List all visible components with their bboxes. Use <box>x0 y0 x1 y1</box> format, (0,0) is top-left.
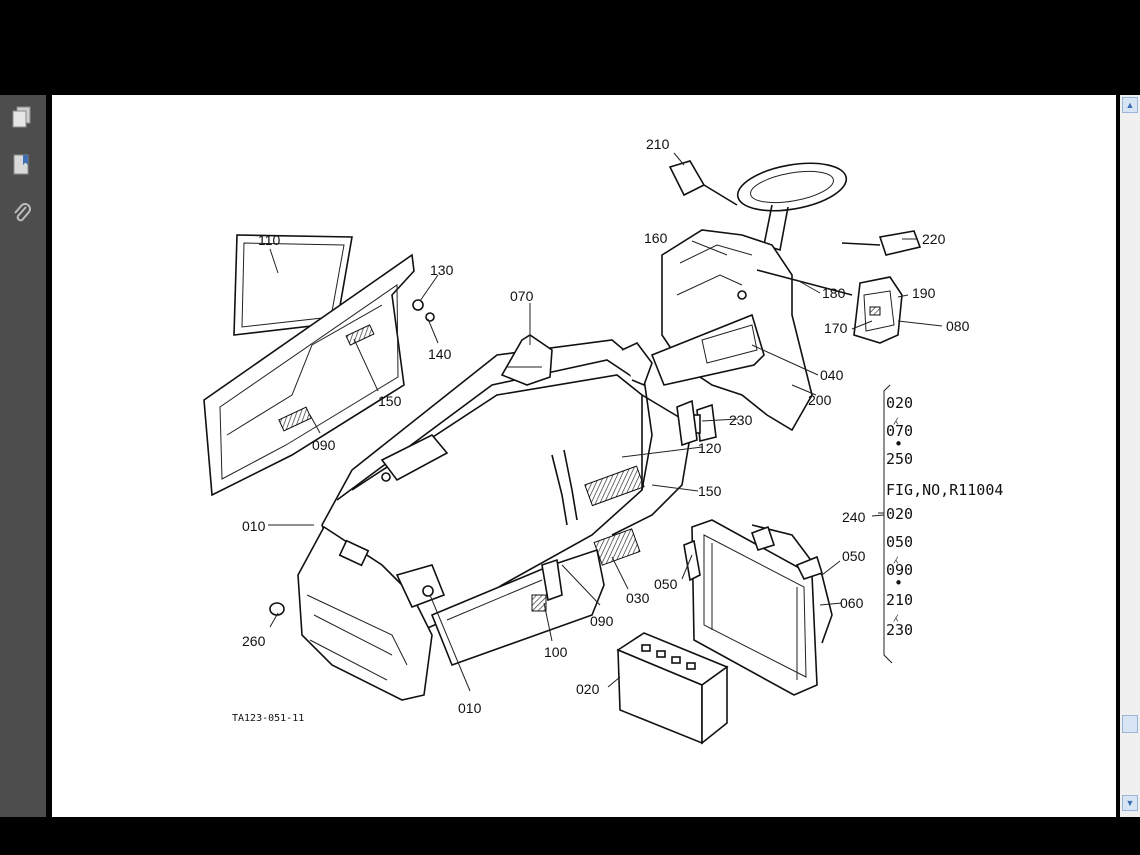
svg-text:⁁: ⁁ <box>893 546 899 564</box>
figure-number: FIG,NO,R11004 <box>886 481 1003 499</box>
part-label: 080 <box>946 318 970 334</box>
part-label: 180 <box>822 285 846 301</box>
part-label: 230 <box>729 412 753 428</box>
scroll-up-icon[interactable]: ▲ <box>1122 97 1138 113</box>
part-label: 100 <box>544 644 568 660</box>
part-label: 170 <box>824 320 848 336</box>
navigation-rail <box>0 95 46 817</box>
index-entry: 050 <box>886 533 913 551</box>
parts-diagram: 210 220 160 180 190 170 080 040 200 230 … <box>203 136 1003 745</box>
dashboard-drawing <box>650 160 922 443</box>
part-label: 190 <box>912 285 936 301</box>
index-entry: 210 <box>886 591 913 609</box>
part-label: 210 <box>646 136 670 152</box>
part-label: 090 <box>312 437 336 453</box>
part-label: 130 <box>430 262 454 278</box>
part-label: 090 <box>590 613 614 629</box>
part-label: 240 <box>842 509 866 525</box>
hood-drawing <box>297 334 693 701</box>
parts-index-list: 020 ⁁ 070 • 250 FIG,NO,R11004 020 050 ⁁ … <box>886 394 1003 639</box>
part-label: 150 <box>378 393 402 409</box>
scroll-thumb[interactable] <box>1122 715 1138 733</box>
part-label: 050 <box>842 548 866 564</box>
index-entry: 020 <box>886 505 913 523</box>
index-entry: 230 <box>886 621 913 639</box>
svg-text:•: • <box>894 574 903 592</box>
svg-text:•: • <box>894 435 903 453</box>
part-label: 010 <box>242 518 266 534</box>
part-labels: 210 220 160 180 190 170 080 040 200 230 … <box>232 136 970 724</box>
part-label: 140 <box>428 346 452 362</box>
attachments-icon[interactable] <box>8 199 36 227</box>
leader-lines <box>268 152 943 692</box>
part-label: 200 <box>808 392 832 408</box>
document-page: 210 220 160 180 190 170 080 040 200 230 … <box>52 95 1116 817</box>
part-label: 070 <box>510 288 534 304</box>
battery-drawing <box>616 632 729 745</box>
svg-text:⁁: ⁁ <box>893 407 899 425</box>
vertical-scrollbar[interactable]: ▲ ▼ <box>1120 95 1140 817</box>
pages-icon[interactable] <box>8 103 36 131</box>
part-label: 020 <box>576 681 600 697</box>
part-label: 120 <box>698 440 722 456</box>
part-label: 010 <box>458 700 482 716</box>
index-entry: 250 <box>886 450 913 468</box>
scroll-down-icon[interactable]: ▼ <box>1122 795 1138 811</box>
index-entry: 020 <box>886 394 913 412</box>
bookmarks-icon[interactable] <box>8 151 36 179</box>
part-label: 030 <box>626 590 650 606</box>
figure-code: TA123-051-11 <box>232 713 304 724</box>
part-label: 220 <box>922 231 946 247</box>
part-label: 110 <box>258 232 281 248</box>
index-entry: 070 <box>886 422 913 440</box>
part-label: 260 <box>242 633 266 649</box>
index-entry: 090 <box>886 561 913 579</box>
part-label: 150 <box>698 483 722 499</box>
svg-text:⁁: ⁁ <box>893 604 899 622</box>
part-label: 050 <box>654 576 678 592</box>
part-label: 040 <box>820 367 844 383</box>
part-label: 160 <box>644 230 668 246</box>
side-panel-drawing <box>203 234 435 497</box>
part-label: 060 <box>840 595 864 611</box>
